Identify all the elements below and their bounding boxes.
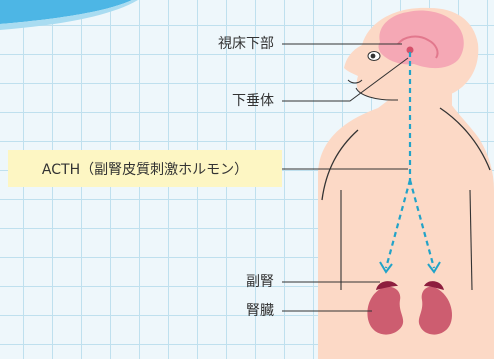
label-pituitary: 下垂体: [232, 93, 274, 109]
label-acth: ACTH（副腎皮質刺激ホルモン）: [8, 150, 282, 187]
shoulder-line-right: [439, 107, 491, 171]
kidney-right: [418, 286, 452, 335]
pupil: [370, 53, 376, 59]
pathway-left: [384, 179, 412, 269]
pituitary-gland: [406, 46, 414, 54]
chin-line: [355, 87, 398, 101]
dashed-arrow-icon: [427, 261, 441, 274]
hormone-pathway: [384, 52, 436, 269]
dashed-arrow-icon: [379, 261, 393, 274]
kidney-right-group: [418, 281, 452, 335]
adrenal-left: [376, 281, 398, 290]
corner-decoration: [0, 0, 132, 24]
mouth: [347, 79, 363, 84]
torso: [318, 95, 494, 359]
shoulder-line-left: [321, 129, 359, 201]
label-hypothalamus: 視床下部: [218, 36, 274, 52]
corner-decoration-shadow: [0, 0, 138, 30]
leader-pituitary: [282, 57, 409, 102]
arm-line-right: [469, 189, 473, 291]
kidney-left: [367, 286, 404, 335]
brain-fold: [397, 35, 439, 59]
adrenal-right: [424, 281, 444, 290]
human-figure: [318, 7, 494, 359]
leader-lines: [282, 43, 409, 312]
kidney-left-group: [367, 281, 404, 335]
label-adrenal: 副腎: [246, 274, 274, 290]
brain: [378, 10, 464, 69]
label-kidney: 腎臓: [246, 303, 274, 319]
pathway-right: [408, 179, 436, 269]
